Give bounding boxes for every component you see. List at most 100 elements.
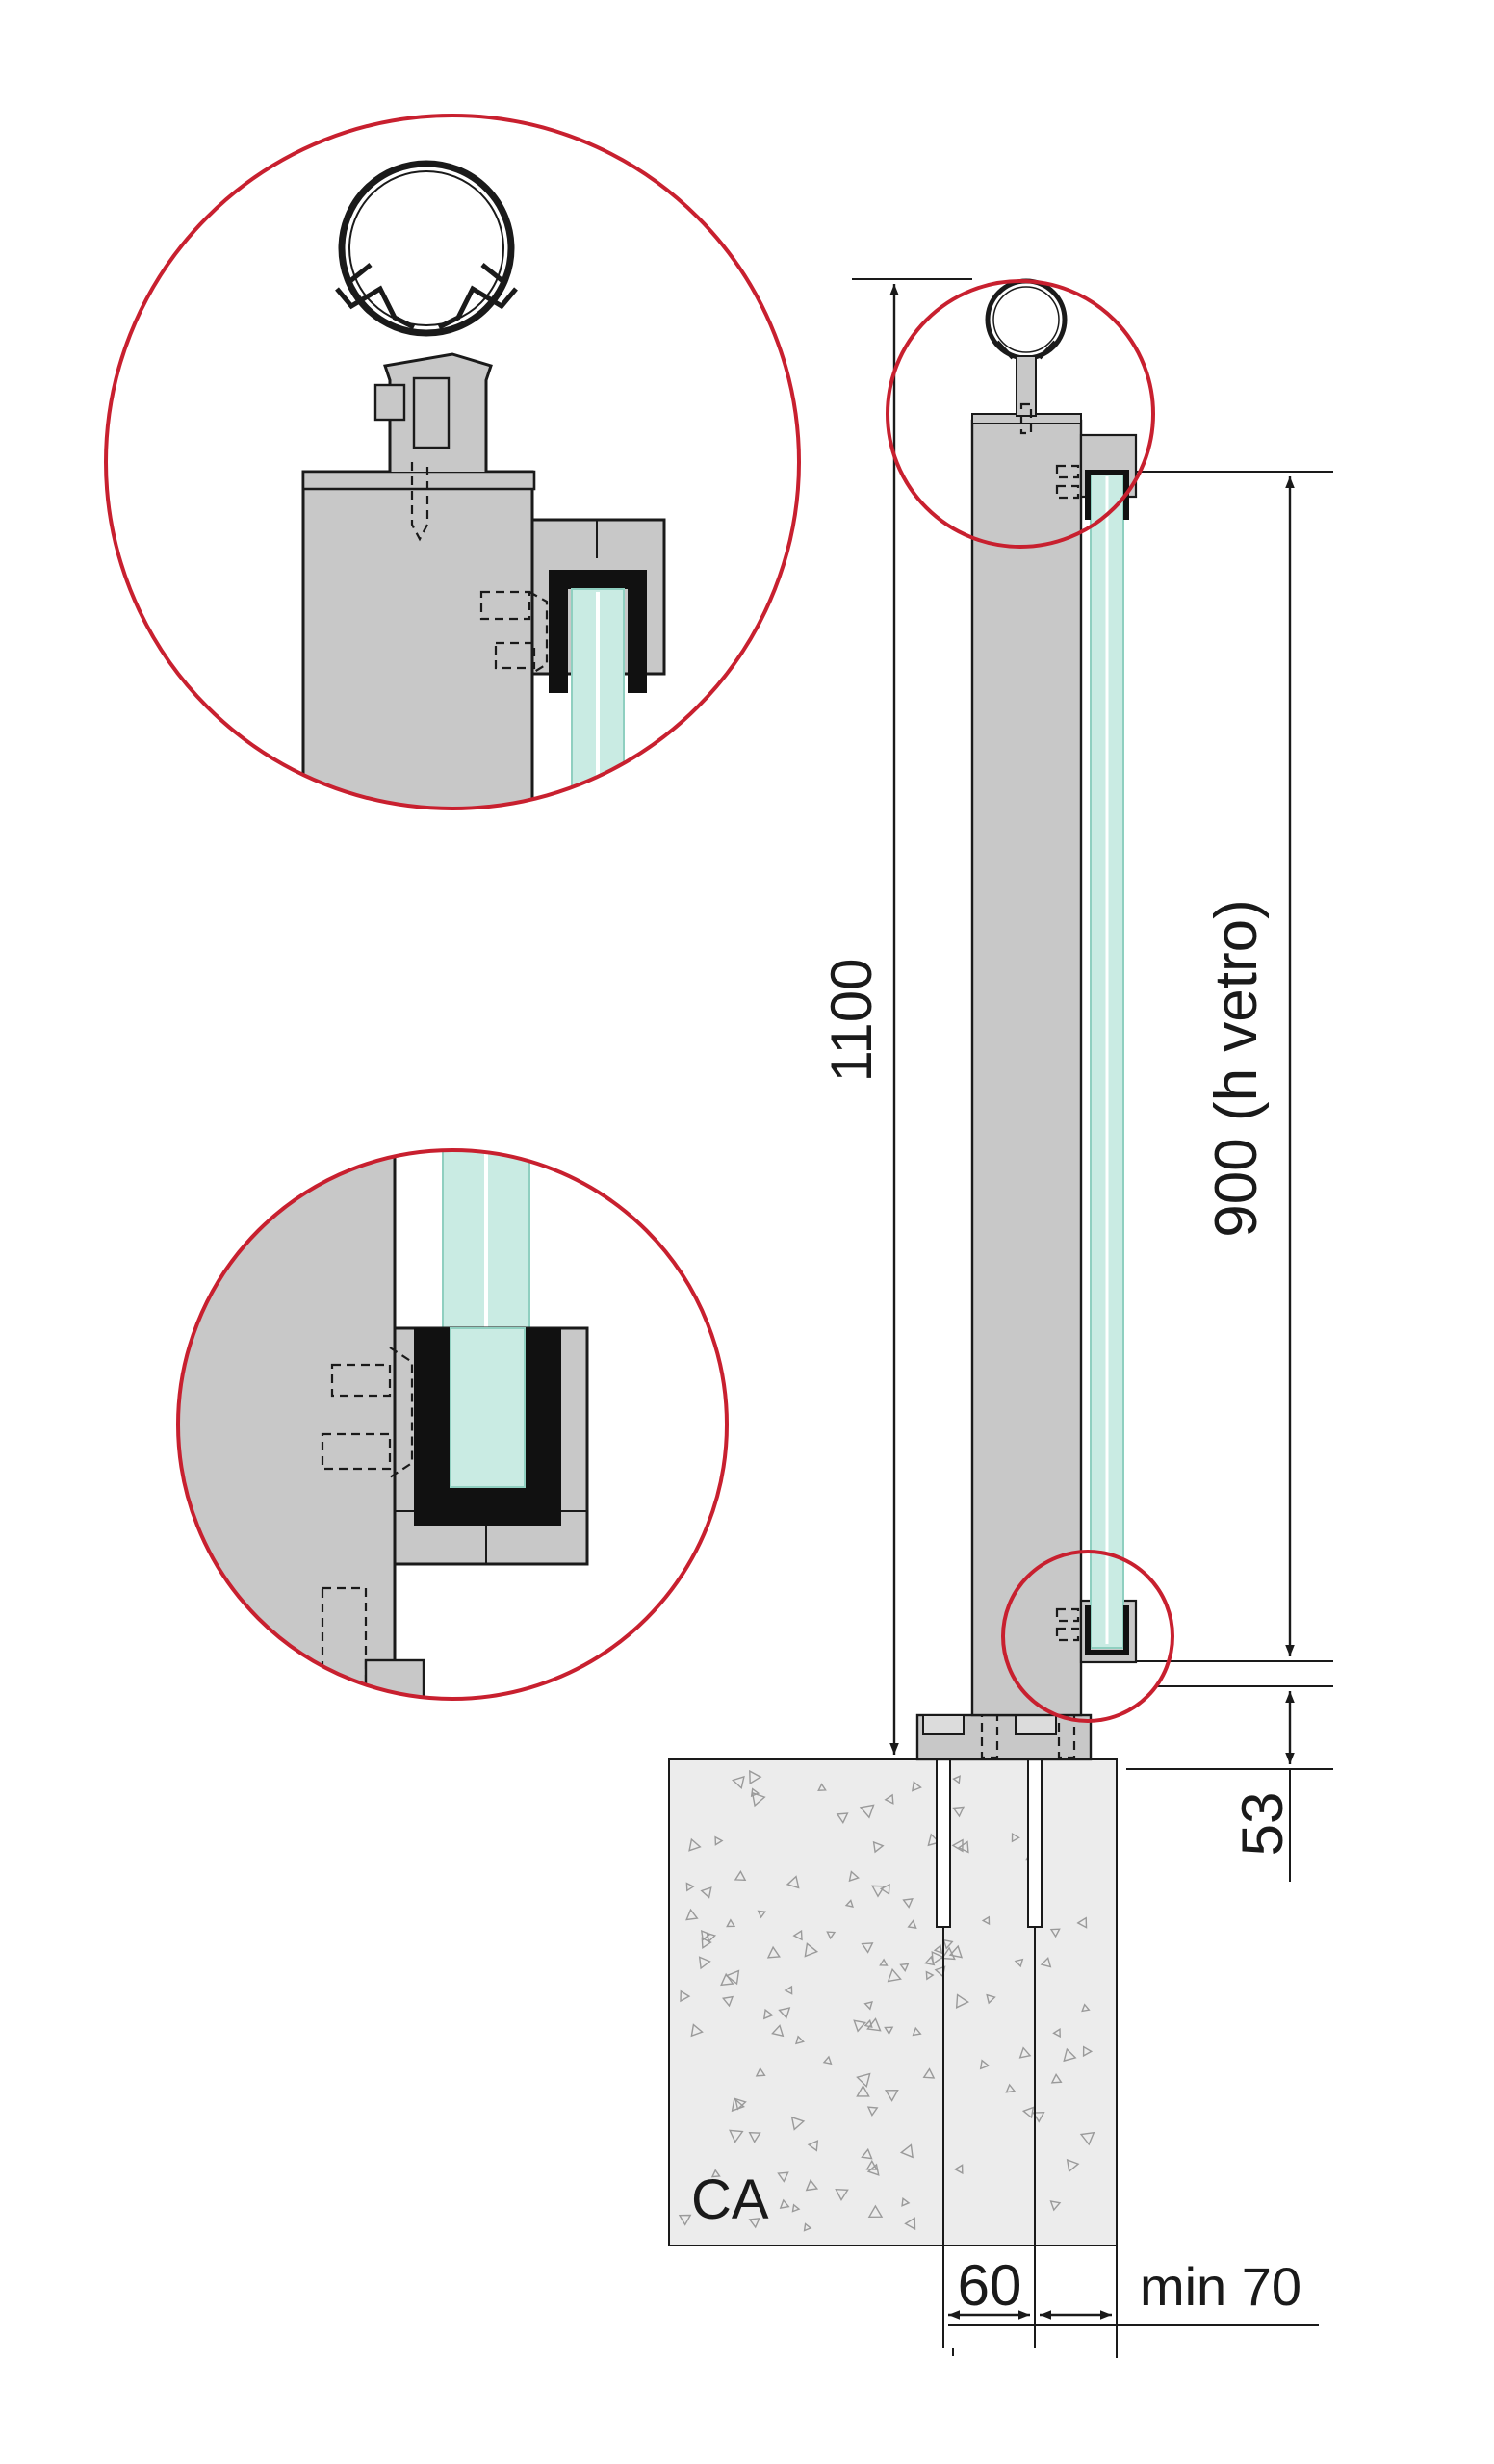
concrete-speckle [1076,1916,1088,1929]
detail-top-enlarged [104,114,801,810]
concrete-speckle [940,1946,956,1961]
concrete-speckle [1040,1956,1052,1968]
concrete-speckle [879,1883,890,1896]
concrete-block: CA [668,1758,1118,2246]
concrete-speckle [701,1937,712,1949]
concrete-speckle [884,2026,894,2036]
concrete-speckle [784,1985,793,1995]
concrete-speckle [680,1989,691,2003]
glass-panel [1085,470,1129,1656]
concrete-speckle [955,1993,969,2009]
concrete-speckle [794,2035,805,2045]
concrete-speckle [1063,2047,1077,2063]
concrete-speckle [931,1950,944,1965]
concrete-speckle [861,1942,874,1954]
concrete-speckle [725,1969,740,1986]
concrete-speckle [863,2001,873,2011]
concrete-speckle [751,1791,766,1808]
concrete-speckle [807,2140,819,2152]
concrete-speckle [1079,2131,1095,2146]
concrete-speckle [734,2097,747,2111]
concrete-speckle [700,1886,712,1899]
concrete-speckle [732,1775,745,1790]
concrete-speckle [856,2084,870,2097]
dimension-overall-height: 1100 [819,278,972,1760]
concrete-speckle [805,2178,819,2192]
concrete-speckle [1021,2106,1035,2119]
concrete-speckle [1018,2046,1032,2059]
detail-callout-top [886,279,1155,549]
concrete-speckle [698,1956,711,1970]
concrete-speckle [749,1769,762,1785]
concrete-speckle [678,2214,692,2226]
concrete-speckle [1032,2111,1045,2123]
dimension-label-edge-distance: min 70 [1140,2256,1301,2317]
concrete-speckle [901,2197,911,2207]
concrete-speckle [951,1838,964,1853]
dimension-label-overall-height: 1100 [819,958,884,1082]
dimension-label-bottom-gap: 53 [1230,1792,1295,1857]
concrete-speckle [887,1967,902,1983]
concrete-speckle [706,1932,717,1943]
concrete-speckle [872,1840,885,1854]
handrail-profile [985,278,1068,435]
concrete-speckle [907,1919,917,1929]
concrete-speckle [912,1781,922,1792]
concrete-speckle [1049,2200,1062,2212]
concrete-speckle [817,1783,827,1791]
concrete-speckle [836,1812,849,1824]
concrete-speckle [688,1837,702,1852]
concrete-speckle [721,1995,734,2008]
concrete-speckle [871,1885,886,1898]
concrete-speckle [981,1915,991,1926]
concrete-speckle [848,1870,860,1883]
concrete-speckle [952,1806,966,1818]
concrete-speckle [856,2072,871,2089]
dimension-bottom-gap: 53 [1126,1685,1333,1882]
concrete-aggregate-pattern [678,1769,1095,2232]
concrete-speckle [899,1963,910,1972]
concrete-speckle [748,2131,761,2143]
concrete-speckle [844,1899,854,1909]
concrete-speckle [685,1908,699,1921]
concrete-speckle [762,2008,774,2020]
concrete-speckle [710,2169,721,2178]
concrete-speckle [863,2018,873,2028]
concrete-speckle [714,1835,724,1846]
concrete-speckle [933,1944,943,1955]
concrete-speckle [927,1833,940,1847]
concrete-speckle [912,2026,922,2037]
dimension-label-anchor-spacing: 60 [958,2253,1022,2318]
detail-callout-bottom [1001,1550,1174,1723]
concrete-speckle [700,1929,711,1941]
concrete-speckle [922,2067,936,2079]
concrete-speckle [861,2147,873,2160]
concrete-speckle [1014,1958,1024,1968]
concrete-speckle [1066,2158,1080,2173]
concrete-speckle [757,1910,767,1919]
concrete-speckle [729,2129,744,2143]
detail-bottom-enlarged [176,1148,729,1701]
concrete-speckle [859,1804,875,1819]
concrete-speckle [790,2116,806,2131]
concrete-speckle [866,2106,879,2117]
concrete-speckle [778,2007,791,2019]
concrete-speckle [948,1944,964,1959]
concrete-speckle [986,1993,996,2005]
concrete-speckle [884,1793,894,1805]
dimension-glass-height: 900 (h vetro) [1136,471,1333,1662]
concrete-speckle [792,1929,803,1941]
concrete-speckle [979,2059,991,2070]
concrete-speckle [1005,2083,1017,2093]
concrete-speckle [748,2217,760,2229]
concrete-speckle [734,1870,747,1882]
concrete-speckle [942,1938,954,1950]
concrete-speckle [779,2198,790,2210]
concrete-speckle [1011,1832,1020,1843]
concrete-speckle [786,1875,800,1889]
concrete-speckle [726,1918,736,1928]
concrete-speckle [899,2143,914,2159]
concrete-speckle [755,2066,766,2077]
concrete-speckle [952,1775,961,1784]
